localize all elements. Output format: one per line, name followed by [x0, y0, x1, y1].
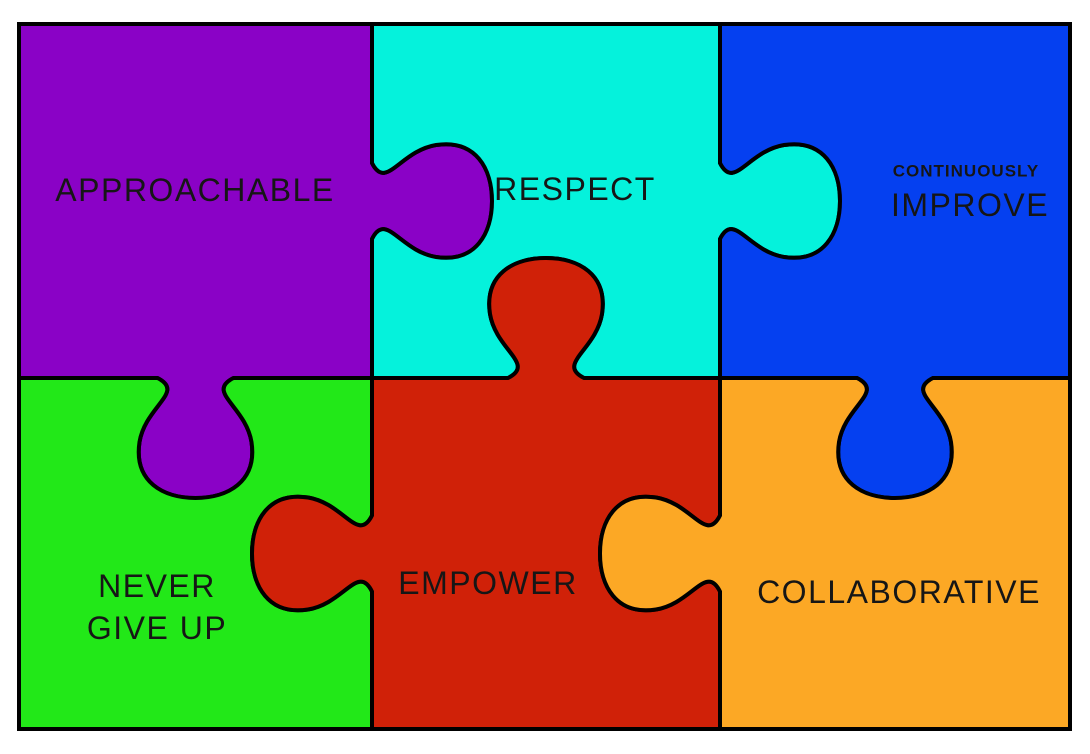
piece-label-give-up: GIVE UP	[86, 610, 228, 646]
piece-label-never: NEVER	[98, 568, 216, 604]
piece-label-continuously: CONTINUOUSLY	[892, 161, 1040, 181]
piece-label-empower: EMPOWER	[398, 565, 578, 601]
piece-label-collaborative: COLLABORATIVE	[757, 574, 1041, 610]
piece-label-improve: IMPROVE	[890, 187, 1050, 223]
piece-label-respect: RESPECT	[494, 171, 656, 207]
piece-label-approachable: APPROACHABLE	[55, 172, 335, 208]
puzzle-piece-collaborative	[597, 376, 1072, 731]
